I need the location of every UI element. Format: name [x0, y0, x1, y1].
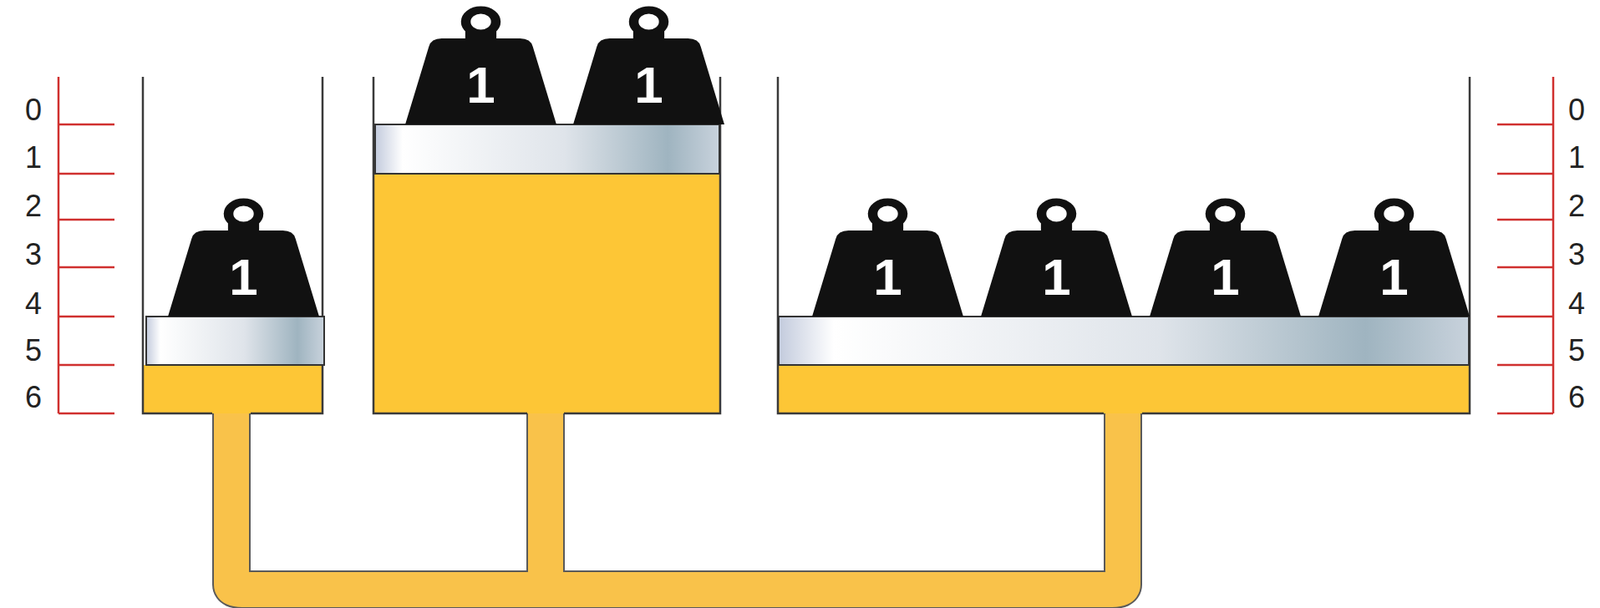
pipe: [231, 409, 1123, 590]
fluid: [143, 173, 1470, 414]
scale-number: 1: [1568, 142, 1585, 173]
scale-number: 1: [25, 142, 42, 173]
weight: 1: [1318, 197, 1470, 317]
scale-number: 6: [1568, 382, 1585, 413]
cylinder-wall: [142, 76, 1470, 414]
weight-value: 1: [405, 48, 557, 122]
weight: 1: [980, 197, 1133, 317]
weight: 1: [167, 197, 320, 317]
weight-value: 1: [167, 240, 320, 314]
scale-number: 4: [1568, 289, 1585, 320]
weight-value: 1: [1149, 240, 1301, 314]
weight: 1: [1149, 197, 1301, 317]
weight: 1: [812, 197, 964, 317]
weight-value: 1: [573, 48, 725, 122]
scale-number: 2: [25, 191, 42, 222]
scale-number: 0: [1568, 95, 1585, 126]
weight: 1: [405, 5, 557, 125]
scale: [58, 76, 1554, 414]
scale-number: 3: [25, 239, 42, 270]
scale-number: 5: [25, 335, 42, 366]
scale-number: 5: [1568, 335, 1585, 366]
weight-value: 1: [1318, 240, 1470, 314]
weight-value: 1: [980, 240, 1133, 314]
scale-number: 6: [25, 382, 42, 413]
weight: 1: [573, 5, 725, 125]
scale-number: 3: [1568, 239, 1585, 270]
piston: [146, 124, 1469, 366]
scale-number: 0: [25, 95, 42, 126]
scale-number: 2: [1568, 191, 1585, 222]
weight-value: 1: [812, 240, 964, 314]
scale-number: 4: [25, 289, 42, 320]
